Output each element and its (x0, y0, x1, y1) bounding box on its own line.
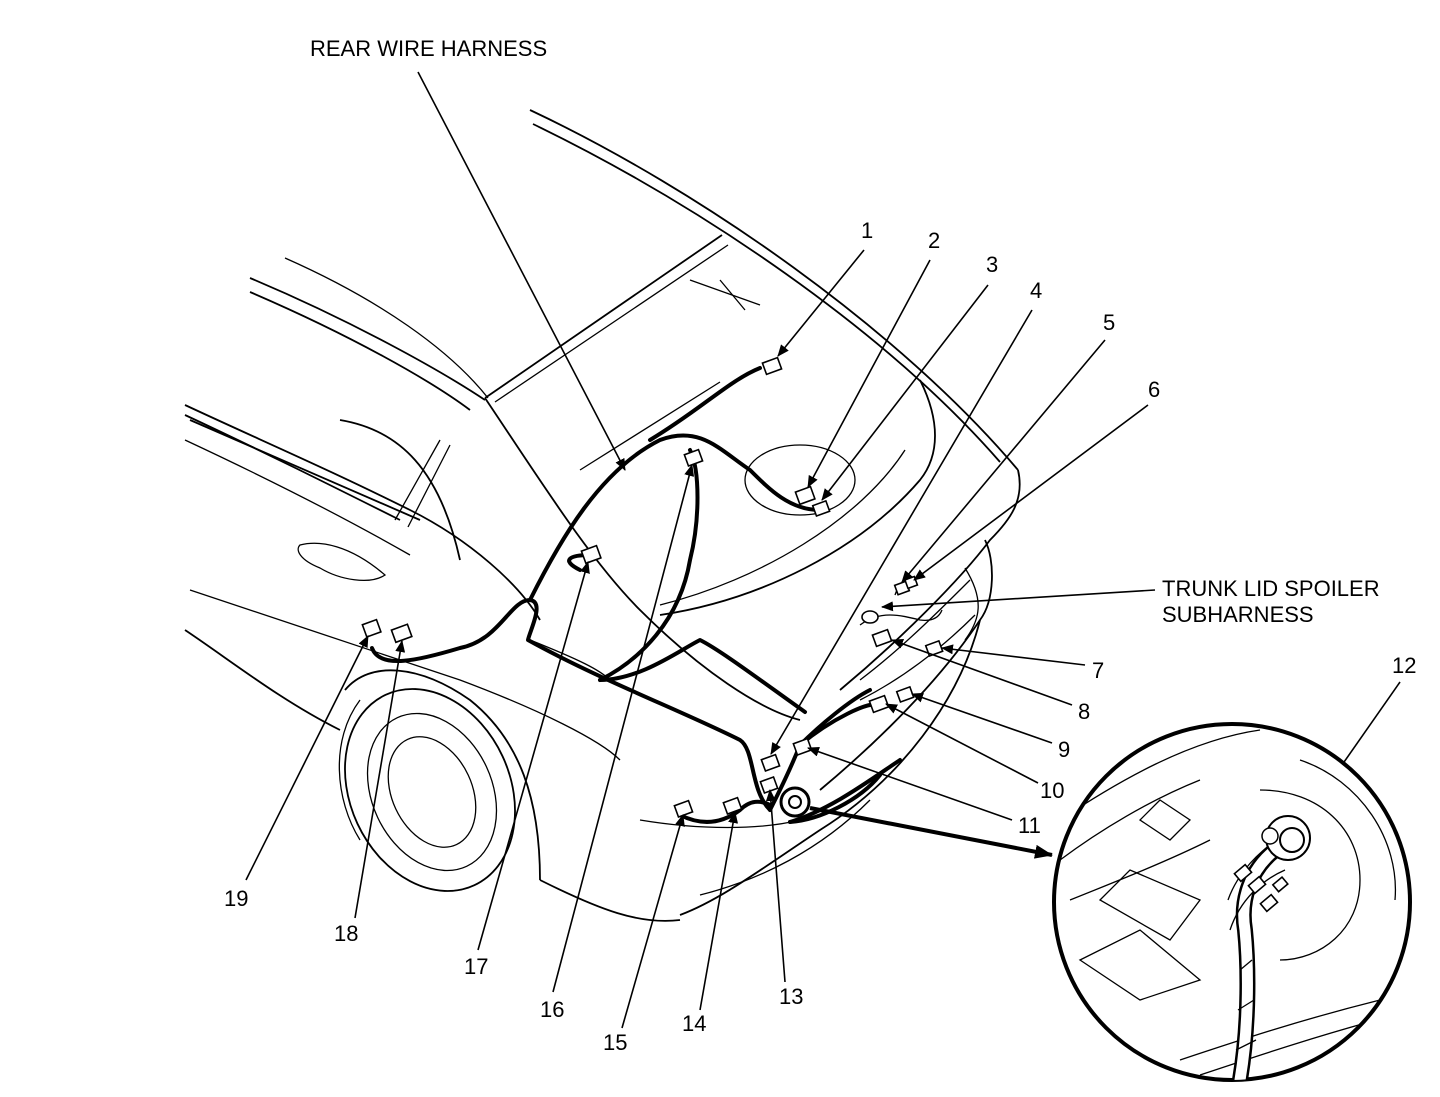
callout-15: 15 (603, 1030, 627, 1055)
connector-10 (868, 694, 890, 714)
callout-14: 14 (682, 1011, 706, 1036)
callout-11: 11 (1018, 813, 1041, 838)
connector-4 (760, 753, 781, 773)
callout-13: 13 (779, 984, 803, 1009)
connector-8 (871, 628, 893, 648)
callout-7: 7 (1092, 658, 1104, 683)
label-rear-wire-harness: REAR WIRE HARNESS (310, 36, 547, 61)
connector-19 (361, 618, 382, 638)
connectors (361, 356, 944, 819)
connector-15 (673, 799, 694, 819)
label-trunk-lid-spoiler-line2: SUBHARNESS (1162, 602, 1314, 627)
connector-3 (811, 499, 831, 518)
connector-13 (759, 775, 779, 795)
callout-19: 19 (224, 886, 248, 911)
car-body (184, 109, 1021, 922)
callout-12: 12 (1392, 653, 1416, 678)
connector-2 (794, 485, 816, 506)
detail-view-12 (1052, 722, 1412, 1082)
connector-11 (792, 737, 813, 757)
callout-16: 16 (540, 997, 564, 1022)
callout-2: 2 (928, 228, 940, 253)
callout-18: 18 (334, 921, 358, 946)
connector-18 (390, 623, 413, 644)
label-trunk-lid-spoiler-line1: TRUNK LID SPOILER (1162, 576, 1380, 601)
connector-9 (895, 685, 915, 704)
callout-9: 9 (1058, 737, 1070, 762)
callout-3: 3 (986, 252, 998, 277)
callout-4: 4 (1030, 278, 1042, 303)
connector-1 (761, 356, 783, 376)
callout-5: 5 (1103, 310, 1115, 335)
connector-16 (683, 448, 704, 468)
callout-1: 1 (861, 218, 873, 243)
callout-17: 17 (464, 954, 488, 979)
leader-lines (245, 71, 1401, 1029)
callout-6: 6 (1148, 377, 1160, 402)
callout-10: 10 (1040, 778, 1064, 803)
connector-7 (924, 639, 944, 658)
text-labels: REAR WIRE HARNESS TRUNK LID SPOILER SUBH… (224, 36, 1416, 1055)
callout-8: 8 (1078, 699, 1090, 724)
connector-17 (580, 544, 602, 565)
spoiler-connector (861, 610, 879, 624)
